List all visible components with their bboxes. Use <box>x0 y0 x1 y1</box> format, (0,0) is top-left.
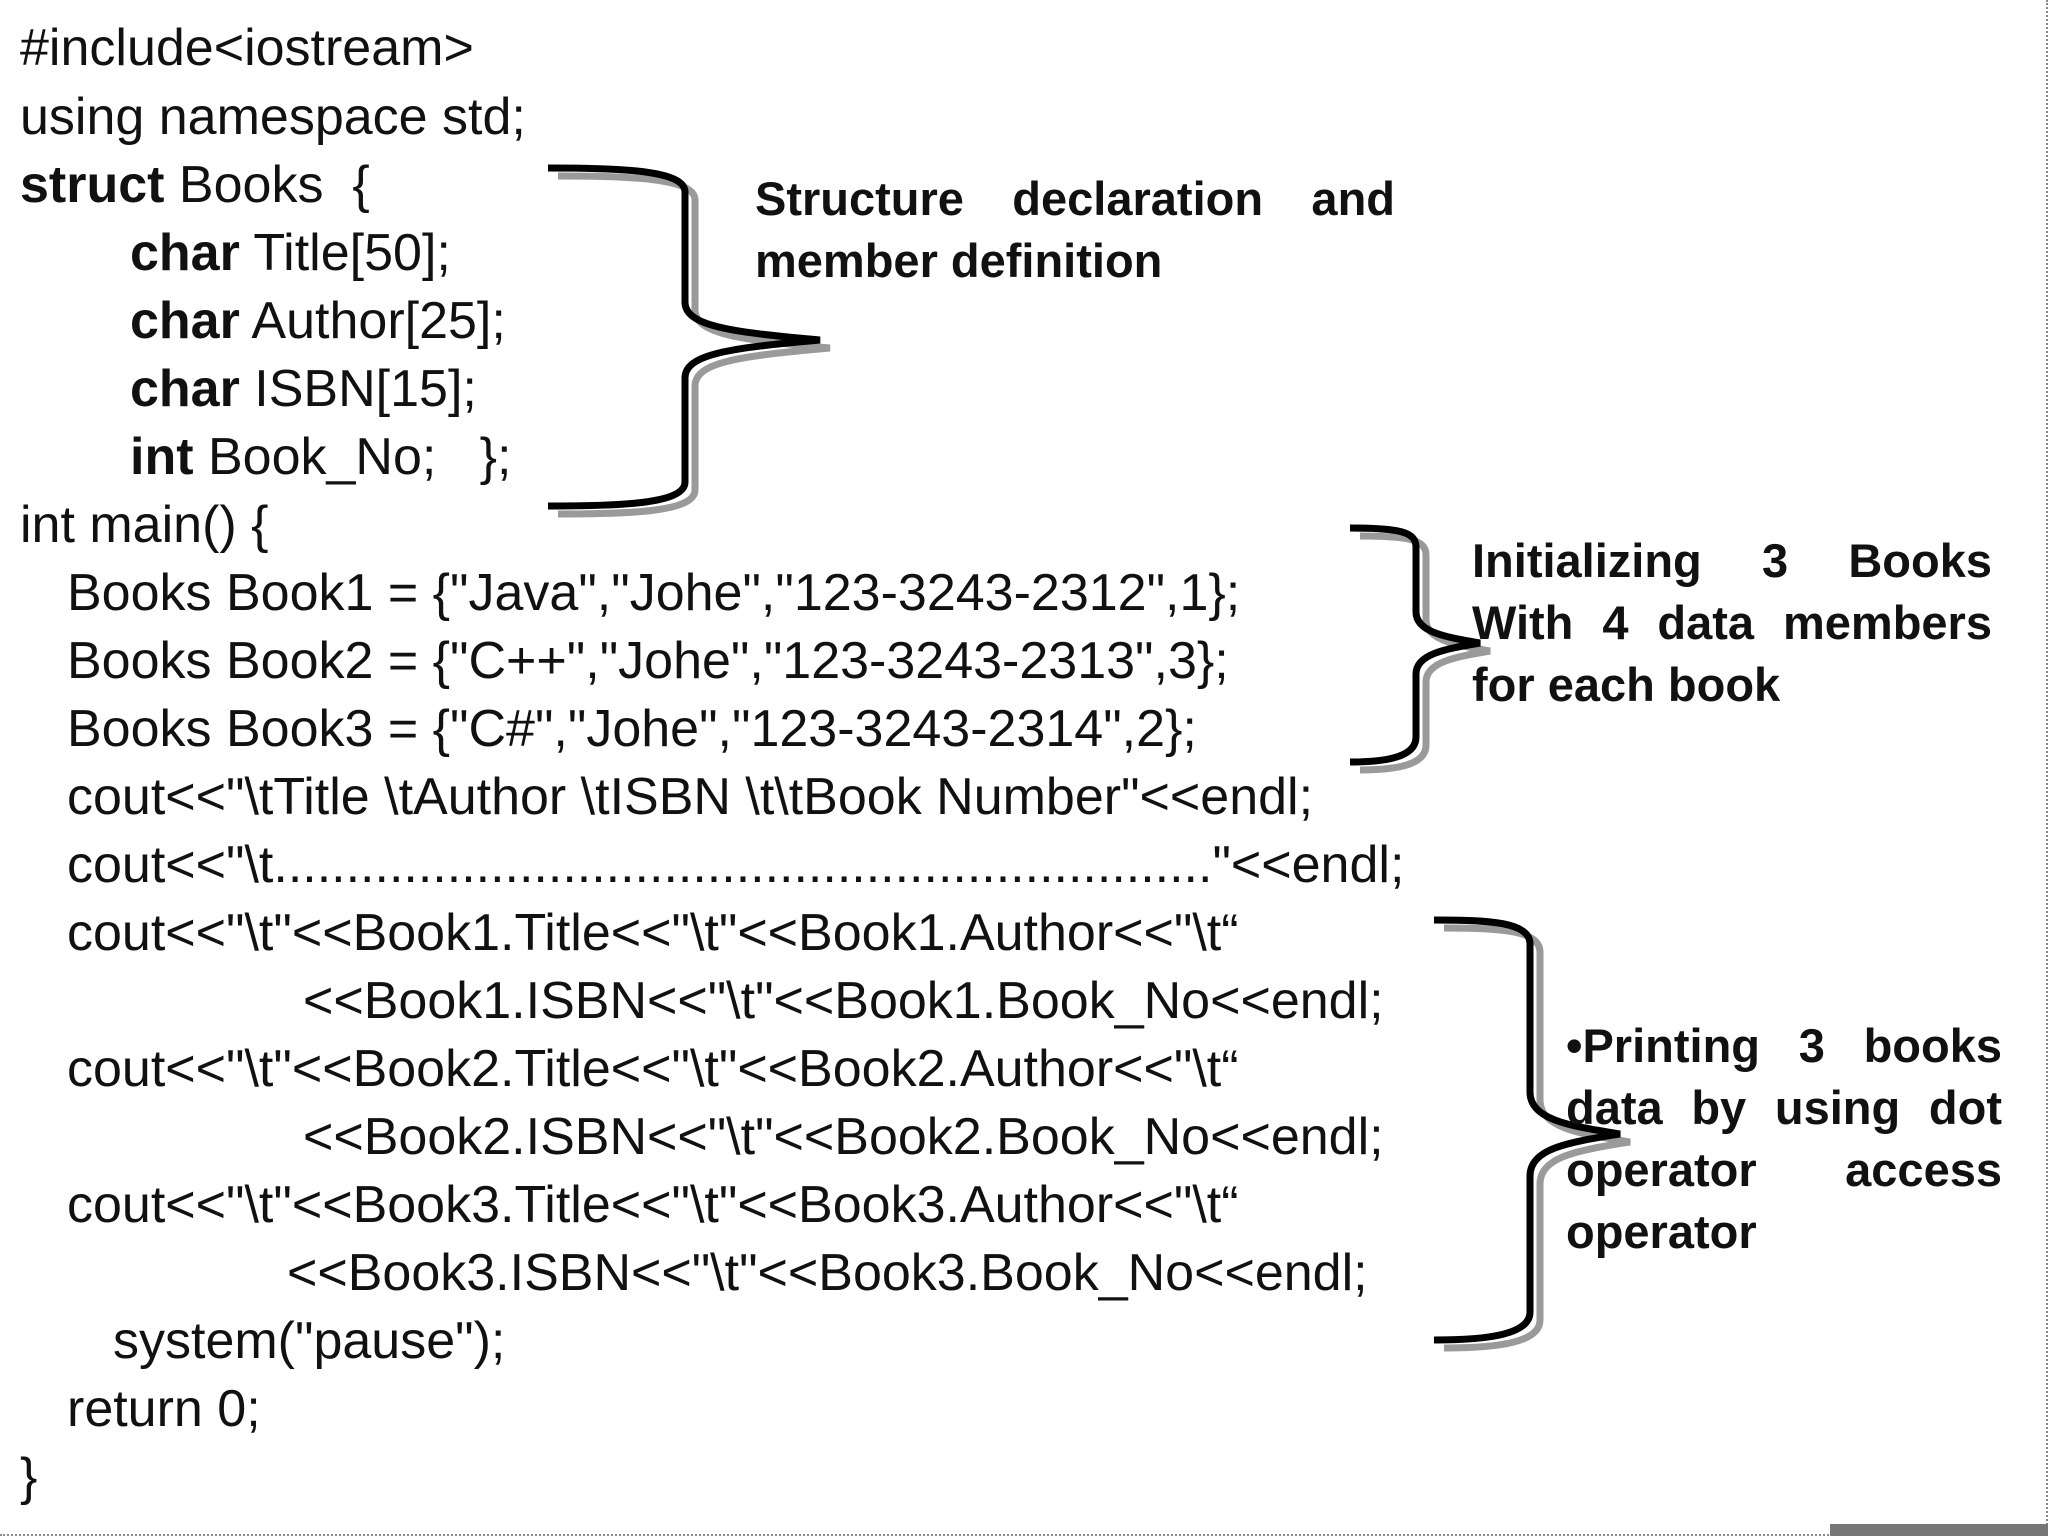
code-line-book3-print-b: <<Book3.ISBN<<"\t"<<Book3.Book_No<<endl; <box>287 1244 1368 1302</box>
member-isbn: ISBN[15]; <box>239 360 477 418</box>
code-line-book1-init: Books Book1 = {"Java","Johe","123-3243-2… <box>67 564 1241 622</box>
code-line-namespace: using namespace std; <box>20 88 526 146</box>
annotation-structure-line-1: Structure declaration and <box>755 172 1395 225</box>
code-line-book3-print-a: cout<<"\t"<<Book3.Title<<"\t"<<Book3.Aut… <box>67 1176 1239 1234</box>
annotation-printing-line-3: operator access <box>1566 1143 2002 1196</box>
annotation-printing-line-2: data by using dot <box>1566 1081 2002 1134</box>
keyword-char: char <box>130 224 240 282</box>
code-line-return: return 0; <box>67 1380 261 1438</box>
code-line-author-member: char Author[25]; <box>130 287 506 355</box>
slide-corner-mark <box>1830 1524 2048 1536</box>
code-line-system-pause: system("pause"); <box>113 1312 506 1370</box>
structure-brace <box>547 164 831 518</box>
annotation-initializing-line-3: for each book <box>1472 658 1781 711</box>
code-line-book1-print-a: cout<<"\t"<<Book1.Title<<"\t"<<Book1.Aut… <box>67 904 1239 962</box>
code-line-header-print: cout<<"\tTitle \tAuthor \tISBN \t\tBook … <box>67 768 1314 826</box>
annotation-printing-line-1: •Printing 3 books <box>1566 1019 2002 1072</box>
code-line-separator-print: cout<<"\t...............................… <box>67 836 1405 894</box>
initializing-brace <box>1349 524 1491 774</box>
code-line-book3-init: Books Book3 = {"C#","Johe","123-3243-231… <box>67 700 1197 758</box>
code-line-book2-print-a: cout<<"\t"<<Book2.Title<<"\t"<<Book2.Aut… <box>67 1040 1239 1098</box>
annotation-initializing-line-2: With 4 data members <box>1472 596 1992 649</box>
code-line-struct: struct Books { <box>20 151 370 219</box>
annotation-structure: Structure declaration and member definit… <box>755 168 1395 292</box>
struct-name: Books { <box>164 156 370 214</box>
member-title: Title[50]; <box>239 224 451 282</box>
keyword-struct: struct <box>20 156 165 214</box>
keyword-char: char <box>130 360 240 418</box>
code-line-book1-print-b: <<Book1.ISBN<<"\t"<<Book1.Book_No<<endl; <box>303 972 1384 1030</box>
code-line-book2-init: Books Book2 = {"C++","Johe","123-3243-23… <box>67 632 1229 690</box>
code-line-main: int main() { <box>20 496 269 554</box>
keyword-int: int <box>130 428 194 486</box>
annotation-initializing: Initializing 3 Books With 4 data members… <box>1472 530 1992 716</box>
code-line-isbn-member: char ISBN[15]; <box>130 355 477 423</box>
code-line-bookno-member: int Book_No; }; <box>130 423 512 491</box>
member-bookno: Book_No; }; <box>193 428 512 486</box>
code-line-book2-print-b: <<Book2.ISBN<<"\t"<<Book2.Book_No<<endl; <box>303 1108 1384 1166</box>
code-line-title-member: char Title[50]; <box>130 219 451 287</box>
member-author: Author[25]; <box>239 292 506 350</box>
annotation-structure-line-2: member definition <box>755 234 1163 287</box>
printing-brace <box>1433 916 1631 1352</box>
keyword-char: char <box>130 292 240 350</box>
annotation-initializing-line-1: Initializing 3 Books <box>1472 534 1992 587</box>
annotation-printing: •Printing 3 books data by using dot oper… <box>1566 1015 2002 1263</box>
code-line-include: #include<iostream> <box>20 19 474 77</box>
code-line-closing-brace: } <box>20 1448 38 1506</box>
annotation-printing-line-4: operator <box>1566 1205 1757 1258</box>
